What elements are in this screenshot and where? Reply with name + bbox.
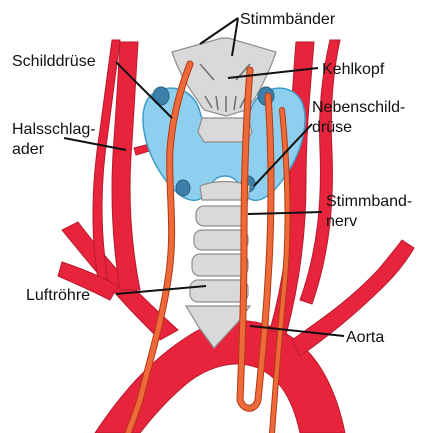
label-halsschlagader-line-2: ader	[12, 141, 45, 158]
label-schilddruese: Schilddrüse	[12, 53, 96, 70]
label-stimmbaender: Stimmbänder	[240, 11, 336, 28]
trachea-ring-3	[192, 254, 248, 276]
label-nebenschilddruese-line-2: drüse	[312, 119, 352, 136]
trachea-ring-2	[194, 230, 248, 250]
label-stimmbandnerv-line-2: nerv	[326, 213, 357, 230]
trachea-ring-1	[196, 206, 246, 226]
label-nebenschilddruese-line-1: Nebenschild-	[312, 99, 405, 116]
label-luftroehre: Luftröhre	[26, 287, 90, 304]
label-aorta: Aorta	[346, 329, 384, 346]
leader-stimmbandnerv	[248, 212, 322, 214]
label-stimmbandnerv-line-1: Stimmband-	[326, 193, 412, 210]
label-kehlkopf: Kehlkopf	[322, 61, 385, 78]
parathyroid-lower-left	[176, 180, 190, 196]
trachea-ring-4	[190, 280, 248, 302]
label-halsschlagader-line-1: Halsschlag-	[12, 121, 96, 138]
left-carotid-artery	[112, 42, 140, 290]
